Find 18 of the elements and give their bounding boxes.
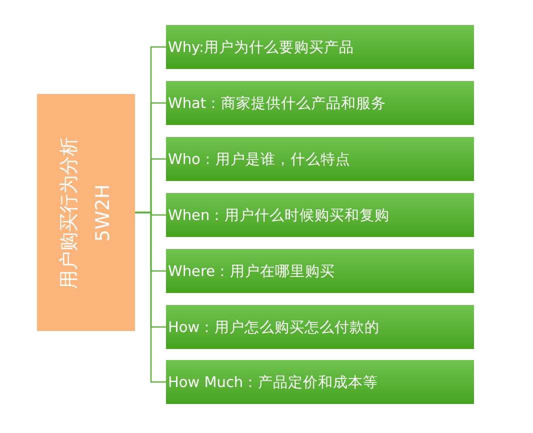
item-text: When：用户什么时候购买和复购 xyxy=(168,206,390,224)
item-box xyxy=(166,360,474,404)
item-box xyxy=(166,137,474,181)
item-box xyxy=(166,249,474,293)
item-box xyxy=(166,193,474,237)
item-text: Why:用户为什么要购买产品 xyxy=(168,38,354,56)
item-text: Who：用户是谁，什么特点 xyxy=(168,150,350,168)
item-text: How Much：产品定价和成本等 xyxy=(168,374,378,392)
connector-line xyxy=(135,212,166,383)
item-text: What：商家提供什么产品和服务 xyxy=(168,94,386,112)
item-text: Where：用户在哪里购买 xyxy=(168,262,336,280)
item-box xyxy=(166,305,474,349)
item-text: How：用户怎么购买怎么付款的 xyxy=(168,318,380,336)
topic-subtitle: 5W2H xyxy=(91,182,115,244)
item-box xyxy=(166,81,474,125)
topic-box xyxy=(37,94,135,331)
item-box xyxy=(166,25,474,69)
topic-title: 用户购买行为分析 xyxy=(57,136,81,290)
